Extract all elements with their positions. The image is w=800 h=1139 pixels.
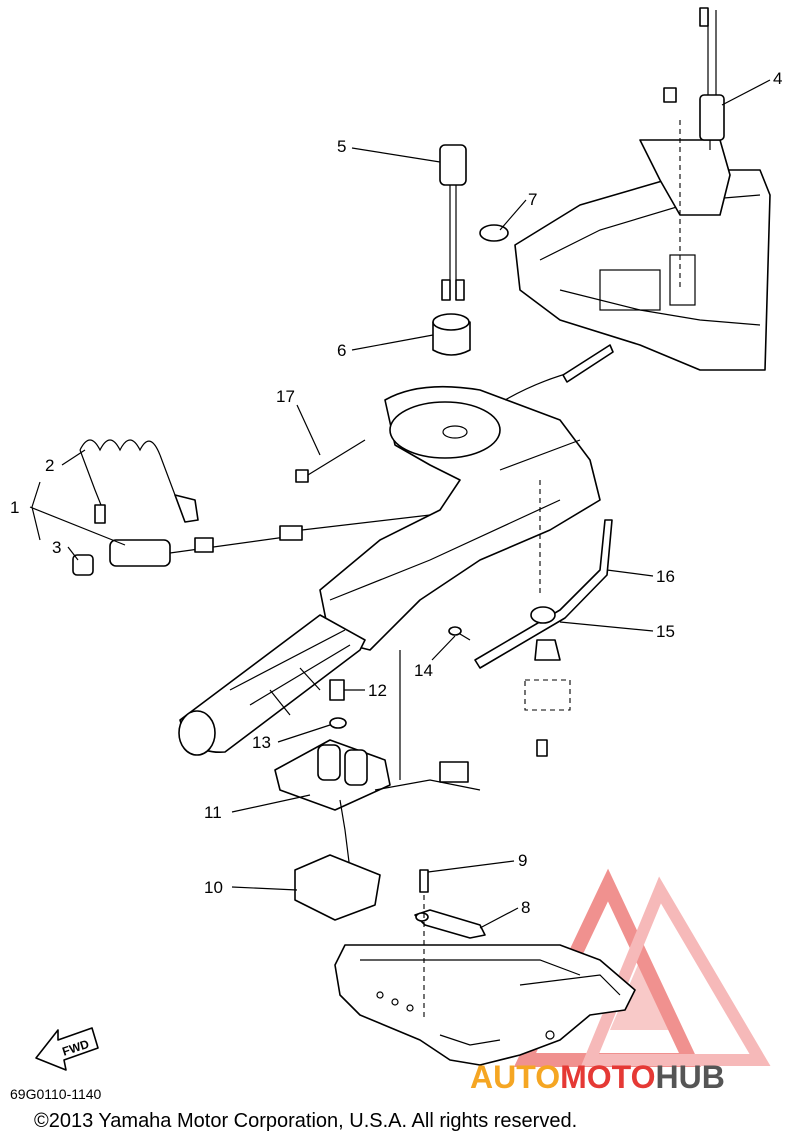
tiller-bracket <box>334 944 636 1066</box>
leader-8 <box>479 907 519 929</box>
part-1-stop-switch <box>109 514 431 567</box>
watermark-text: AUTOMOTOHUB <box>470 1059 725 1095</box>
part-14-screw <box>448 626 471 641</box>
leader-11 <box>231 794 311 813</box>
leader-17 <box>296 404 321 456</box>
callout-15: 15 <box>656 622 675 641</box>
copyright-notice: ©2013 Yamaha Motor Corporation, U.S.A. A… <box>34 1110 577 1132</box>
callout-13: 13 <box>252 733 271 752</box>
part-7-clip <box>479 224 509 242</box>
part-10-module <box>294 854 381 921</box>
callout-2: 2 <box>45 456 54 475</box>
bracket-1-3 <box>31 481 41 541</box>
connector-harness <box>339 799 351 871</box>
leader-14 <box>431 635 456 661</box>
leader-3 <box>67 546 79 561</box>
part-15-clamp <box>524 606 571 757</box>
leader-13 <box>277 724 331 743</box>
callout-9: 9 <box>518 851 527 870</box>
connector-plug <box>439 761 469 783</box>
part-4-switch <box>663 7 725 141</box>
callout-1: 1 <box>10 498 19 517</box>
part-11-switch-holder <box>274 650 401 811</box>
leader-2 <box>61 449 86 466</box>
leader-6 <box>351 334 434 351</box>
callout-5: 5 <box>337 137 346 156</box>
fwd-arrow-icon: FWD <box>35 1027 99 1071</box>
callout-6: 6 <box>337 341 346 360</box>
callout-4: 4 <box>773 69 782 88</box>
part-2-lanyard <box>79 439 199 524</box>
part-16-harness <box>474 519 613 669</box>
connector-lead <box>374 779 481 791</box>
leader-16 <box>606 569 654 577</box>
leader-1 <box>29 506 126 546</box>
watermark-auto: AUTO <box>470 1059 560 1095</box>
leader-5 <box>351 147 441 163</box>
part-13-washer <box>329 717 347 729</box>
leader-10 <box>231 886 298 891</box>
leader-9 <box>427 860 515 873</box>
part-17-cable-tie <box>295 439 366 483</box>
part-5-switch <box>439 144 467 301</box>
part-12-screw <box>329 679 345 701</box>
upper-bracket <box>514 120 771 371</box>
callout-7: 7 <box>528 190 537 209</box>
callout-14: 14 <box>414 661 433 680</box>
callout-8: 8 <box>521 898 530 917</box>
steering-handle <box>178 385 601 756</box>
cable-sheath <box>562 344 614 383</box>
svg-text:AUTOMOTOHUB: AUTOMOTOHUB <box>470 1059 725 1095</box>
callout-16: 16 <box>656 567 675 586</box>
callout-12: 12 <box>368 681 387 700</box>
part-9-screw <box>419 869 429 1020</box>
diagram-code: 69G0110-1140 <box>10 1086 102 1102</box>
leader-7 <box>499 199 527 231</box>
callout-11: 11 <box>204 803 222 822</box>
part-6-bushing <box>432 313 471 356</box>
watermark-hub: HUB <box>655 1059 724 1095</box>
callout-3: 3 <box>52 538 61 557</box>
leader-15 <box>559 621 654 632</box>
leader-4 <box>721 79 771 106</box>
watermark-moto: MOTO <box>560 1059 655 1095</box>
part-8-bracket <box>414 909 486 939</box>
callout-17: 17 <box>276 387 295 406</box>
callout-10: 10 <box>204 878 223 897</box>
